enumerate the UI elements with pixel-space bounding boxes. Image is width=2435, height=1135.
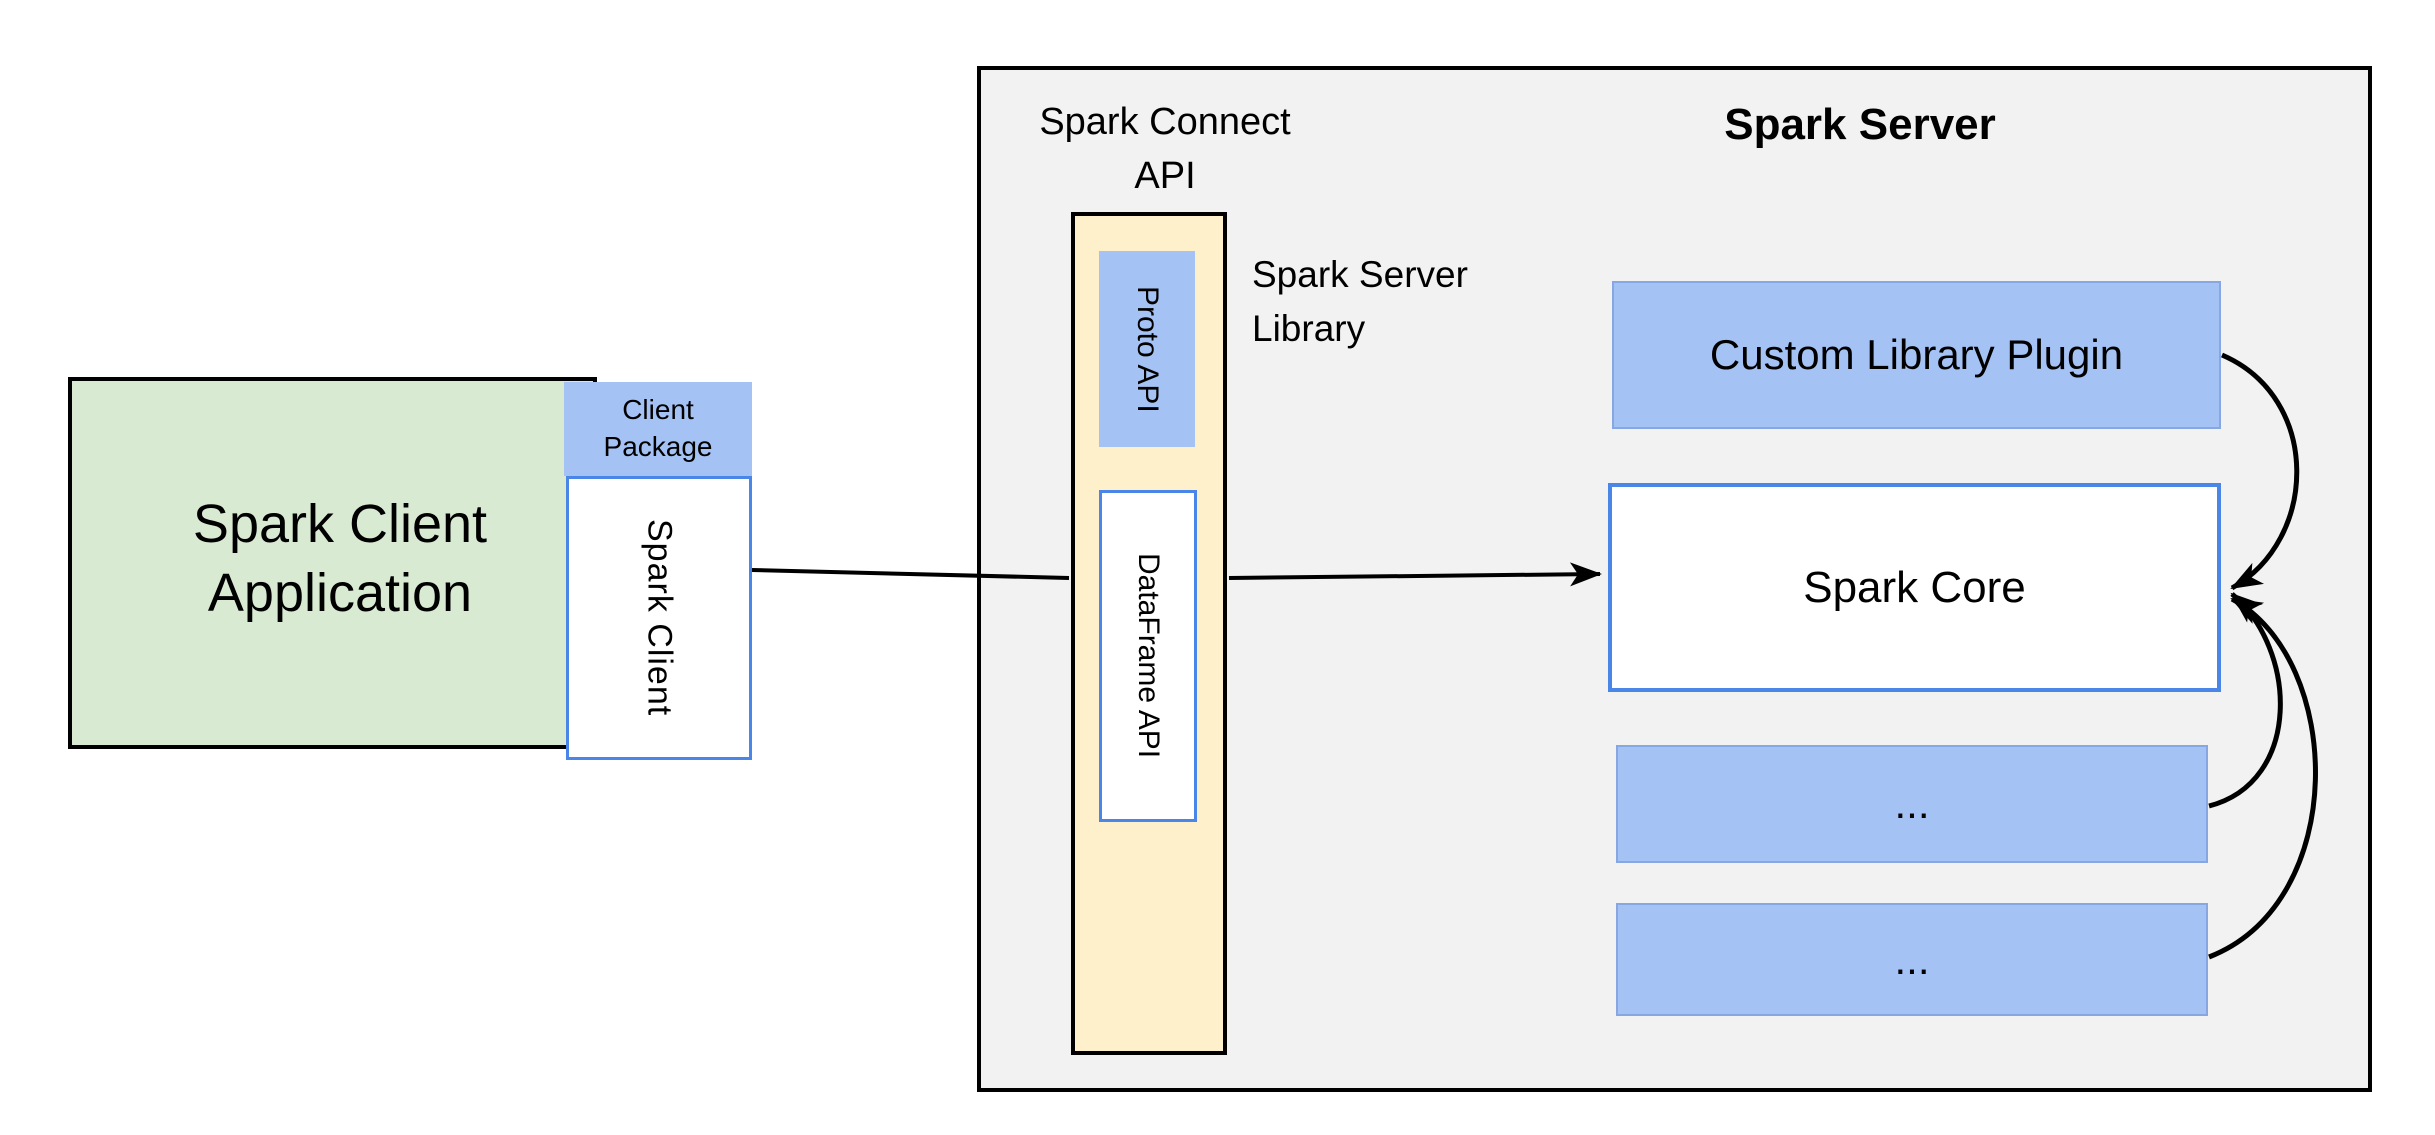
spark-connect-api-label-line2: API (1134, 154, 1196, 197)
proto-api-box: Proto API (1099, 251, 1195, 447)
spark-client-application-label-line2: Application (207, 563, 473, 624)
dataframe-api-box: DataFrame API (1099, 490, 1197, 822)
client-package-box: Client Package (564, 382, 752, 476)
other-plugin-box-2: ... (1616, 903, 2208, 1016)
other-plugin-box-2-label: ... (1894, 935, 1930, 983)
spark-server-library-label-line1: Spark Server (1252, 254, 1468, 295)
spark-connect-api-label: Spark Connect API (990, 96, 1340, 204)
client-package-label-line1: Client (622, 394, 694, 426)
custom-library-plugin-box: Custom Library Plugin (1612, 281, 2221, 429)
spark-client-label: Spark Client (640, 519, 679, 717)
proto-api-label: Proto API (1131, 285, 1164, 413)
spark-server-title: Spark Server (1724, 100, 1996, 149)
other-plugin-box-1: ... (1616, 745, 2208, 863)
spark-client-application-label: Spark Client Application (90, 490, 590, 628)
other-plugin-box-1-label: ... (1894, 780, 1930, 827)
spark-core-box: Spark Core (1608, 483, 2221, 692)
spark-client-application-box (68, 377, 597, 749)
spark-connect-api-label-line1: Spark Connect (1039, 101, 1291, 143)
spark-core-label: Spark Core (1803, 562, 2026, 612)
spark-client-box: Spark Client (566, 476, 752, 760)
spark-server-library-label-line2: Library (1252, 307, 1366, 349)
client-package-label-line2: Package (603, 431, 713, 462)
spark-client-application-label-line1: Spark Client (192, 494, 488, 554)
spark-server-library-label: Spark Server Library (1252, 248, 1582, 355)
custom-library-plugin-label: Custom Library Plugin (1709, 331, 2124, 378)
dataframe-api-label: DataFrame API (1132, 553, 1165, 759)
